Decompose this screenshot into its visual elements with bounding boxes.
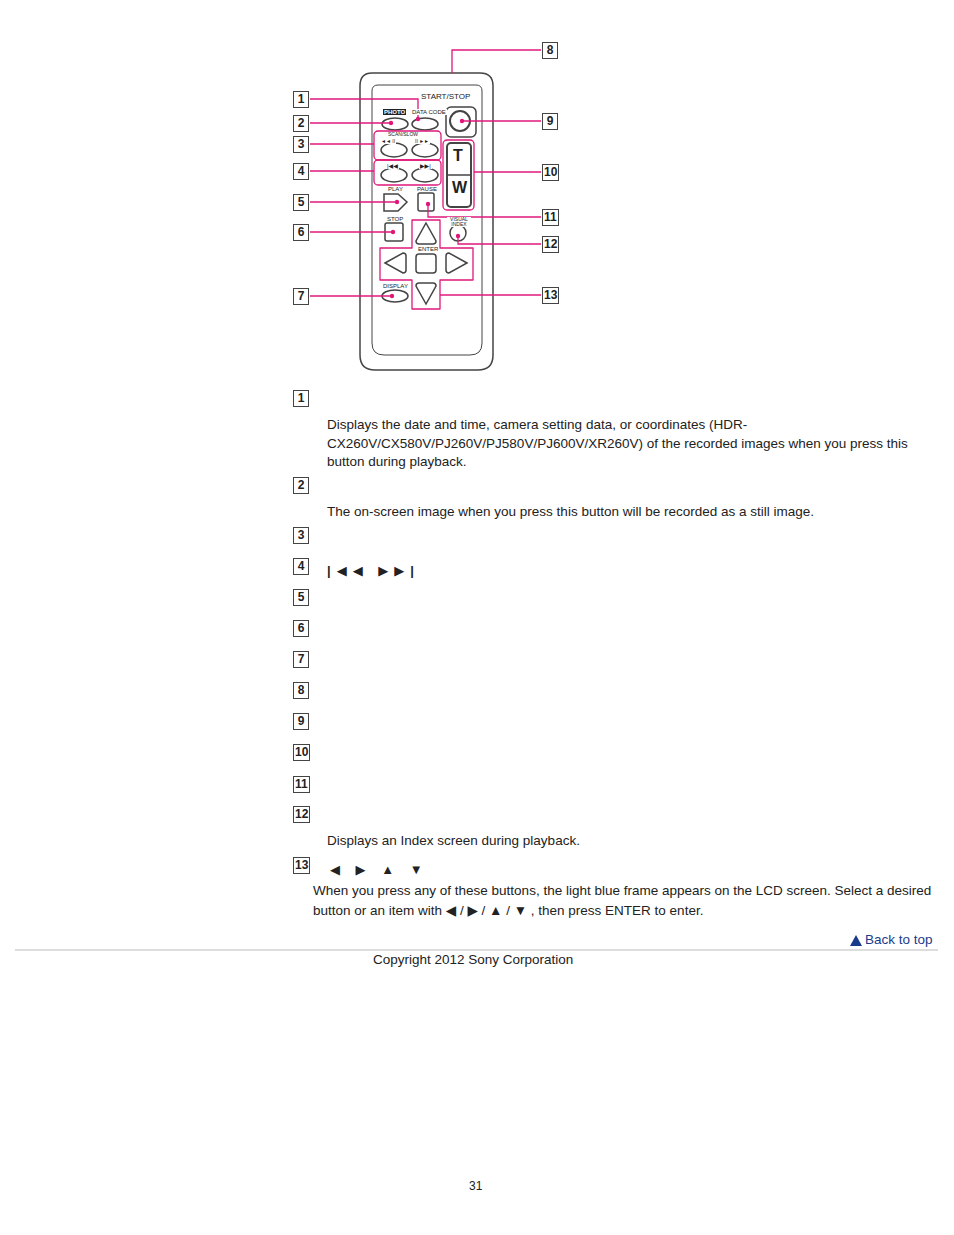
- remote-button-label: ▶▶|: [419, 163, 432, 169]
- callout-number: 4: [293, 163, 309, 180]
- description-text: Displays an Index screen during playback…: [327, 832, 827, 851]
- callout-number: 5: [293, 194, 309, 211]
- description-text: Copyright 2012 Sony Corporation: [373, 951, 573, 970]
- callout-number: 10: [293, 744, 310, 761]
- description-text: 31: [469, 1177, 482, 1196]
- callout-number: 13: [293, 857, 310, 874]
- callout-number: 4: [293, 558, 309, 575]
- description-text: Back to top: [865, 931, 933, 950]
- callout-number: 2: [293, 477, 309, 494]
- callout-number: 11: [293, 776, 310, 793]
- description-text: ◀ ▶ ▲ ▼: [330, 861, 429, 880]
- callout-number: 1: [293, 390, 309, 407]
- callout-number: 1: [293, 91, 309, 108]
- remote-button-label: PLAY: [387, 186, 404, 192]
- callout-number: 3: [293, 136, 309, 153]
- callout-number: 7: [293, 288, 309, 305]
- remote-button-label: ◄◄ II: [380, 139, 396, 144]
- description-text: When you press any of these buttons, the…: [313, 881, 938, 921]
- callout-number: 8: [542, 42, 558, 59]
- callout-number: 8: [293, 682, 309, 699]
- remote-button-label: VISUAL INDEX: [447, 217, 471, 227]
- remote-button-label: DATA CODE: [411, 109, 447, 115]
- remote-button-label: W: [451, 180, 468, 196]
- callout-number: 6: [293, 620, 309, 637]
- remote-button-label: PHOTO: [383, 109, 406, 115]
- callout-number: 11: [542, 209, 559, 226]
- description-text: |◀◀ ▶▶|: [327, 562, 420, 581]
- remote-button-label: II ►►: [414, 139, 430, 144]
- remote-button-label: SCAN/SLOW: [387, 132, 419, 137]
- callout-number: 9: [542, 113, 558, 130]
- callout-number: 9: [293, 713, 309, 730]
- remote-button-label: T: [452, 148, 464, 164]
- callout-number: 5: [293, 589, 309, 606]
- callout-number: 7: [293, 651, 309, 668]
- remote-button-label: PAUSE: [416, 186, 438, 192]
- callout-number: 12: [293, 806, 310, 823]
- description-text: Displays the date and time, camera setti…: [327, 416, 927, 472]
- remote-button-label: START/STOP: [420, 93, 471, 101]
- remote-button-label: |◀◀: [386, 163, 399, 169]
- callout-number: 13: [542, 287, 559, 304]
- callout-number: 2: [293, 115, 309, 132]
- callout-number: 6: [293, 224, 309, 241]
- remote-button-label: ENTER: [417, 246, 439, 252]
- callout-number: 3: [293, 527, 309, 544]
- callout-number: 12: [542, 236, 559, 253]
- callout-number: 10: [542, 164, 559, 181]
- remote-button-label: DISPLAY: [382, 283, 409, 289]
- description-text: The on-screen image when you press this …: [327, 503, 927, 522]
- remote-button-label: STOP: [386, 216, 404, 222]
